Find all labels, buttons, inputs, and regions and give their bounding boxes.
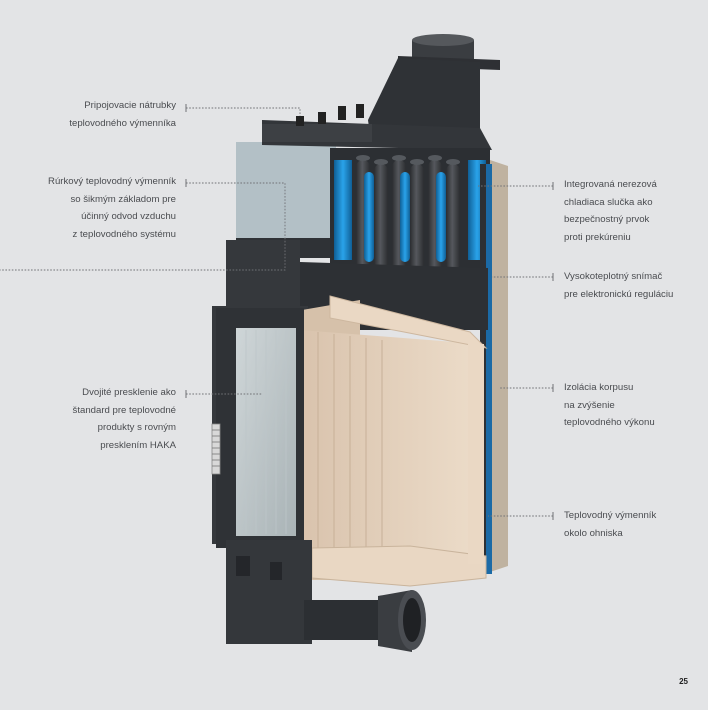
callout-temperature-sensor: Vysokoteplotný snímač pre elektronickú r… [564,268,673,303]
callout-line: Pripojovacie nátrubky [84,100,176,111]
callout-line: chladiaca slučka ako [564,196,653,208]
callout-line: Izolácia korpusu [564,382,634,393]
callout-line: proti prekúreniu [564,231,631,243]
callout-line: štandard pre teplovodné [72,404,176,416]
callout-double-glazing: Dvojité presklenie ako štandard pre tepl… [73,384,176,454]
base-air-inlet [226,540,426,652]
callout-line: z teplovodného systému [72,228,176,240]
callout-line: Vysokoteplotný snímač [564,271,663,282]
glass-door [211,308,304,548]
exchanger-chamber [330,148,490,270]
callout-line: presklením HAKA [100,439,176,451]
callout-line: Dvojité presklenie ako [82,387,176,398]
callout-line: okolo ohniska [564,527,623,539]
callout-line: teplovodného výkonu [564,417,655,428]
callout-line: účinný odvod vzduchu [81,211,176,222]
callout-line: Integrovaná nerezová [564,179,657,190]
callout-tube-exchanger: Rúrkový teplovodný výmenník so šikmým zá… [48,173,176,243]
callout-line: teplovodného výmenníka [69,117,176,129]
callout-body-insulation: Izolácia korpusu na zvýšenie teplovodnéh… [564,379,655,432]
callout-line: na zvýšenie [564,399,615,411]
page-number: 25 [679,677,688,686]
callout-firebox-exchanger: Teplovodný výmenník okolo ohniska [564,507,656,542]
leader-lines [0,104,554,520]
callout-line: bezpečnostný prvok [564,214,650,225]
callout-connection-pipes: Pripojovacie nátrubky teplovodného výmen… [69,97,176,132]
callout-line: Teplovodný výmenník [564,510,657,521]
callout-line: so šikmým základom pre [70,193,176,205]
callout-line: produkty s rovným [97,422,176,433]
callout-line: Rúrkový teplovodný výmenník [48,176,176,187]
callout-line: pre elektronickú reguláciu [564,288,674,300]
firebox [300,295,488,587]
flue-collar [368,34,500,140]
right-side-jacket [480,160,508,574]
connection-stubs [296,104,364,126]
callout-cooling-loop: Integrovaná nerezová chladiaca slučka ak… [564,176,657,246]
